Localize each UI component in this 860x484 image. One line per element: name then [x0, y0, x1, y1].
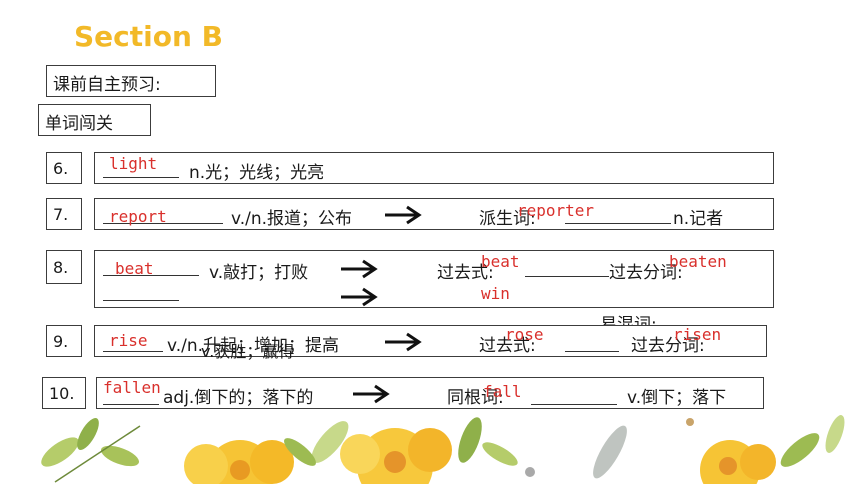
item-9-pp-answer: risen [673, 325, 722, 344]
item-10-cognate-label: 同根词: [447, 388, 504, 408]
item-7-number: 7. [53, 205, 69, 224]
item-7-derived-answer: reporter [517, 201, 595, 220]
item-8-blank[interactable] [103, 259, 199, 276]
preview-label: 课前自主预习: [53, 75, 161, 95]
item-7-derived-blank[interactable] [565, 207, 671, 224]
item-6-blank[interactable] [103, 161, 179, 178]
item-6-number-box: 6. [46, 152, 82, 184]
item-9-number: 9. [53, 332, 69, 351]
item-10-blank[interactable] [103, 388, 159, 405]
item-9-past-answer: rose [505, 325, 544, 344]
item-7-answer: report [109, 207, 167, 226]
leaf-middle-icon [284, 421, 349, 466]
vocab-label-box: 单词闯关 [38, 104, 151, 136]
item-6-definition: n.光；光线；光亮 [189, 163, 325, 183]
item-9-past-blank[interactable] [565, 335, 619, 352]
item-10-answer: fallen [103, 378, 161, 397]
item-8-extra-answer: win [481, 284, 510, 303]
item-8-pp-label: 过去分词: [609, 263, 683, 283]
flower-right-icon [700, 440, 776, 484]
item-10-cognate-blank[interactable] [531, 388, 617, 405]
item-7-number-box: 7. [46, 198, 82, 230]
dot-flower-icon [686, 418, 694, 426]
item-10-row: fallen adj.倒下的；落下的 同根词: fall v.倒下；落下 [96, 377, 764, 409]
grey-leaf-icon [593, 425, 627, 479]
flower-left-icon [184, 440, 294, 484]
item-6-row: light n.光；光线；光亮 [94, 152, 774, 184]
item-10-number-box: 10. [42, 377, 86, 409]
item-9-confusable-definition: v.获胜；赢得 [201, 342, 295, 361]
item-9-blank[interactable] [103, 335, 163, 352]
item-8-definition: v.敲打；打败 [209, 263, 309, 283]
item-9-definition: v./n.升起；增加；提高 [167, 336, 340, 356]
flower-center-icon [340, 428, 452, 484]
item-10-cognate-answer: fall [483, 382, 522, 401]
item-7-definition: v./n.报道；公布 [231, 209, 353, 229]
item-8-row: beat v.敲打；打败 过去式: beat 过去分词: beaten win [94, 250, 774, 308]
dot-flower-icon [525, 467, 535, 477]
preview-label-box: 课前自主预习: [46, 65, 216, 97]
item-8-second-arrow-icon [341, 287, 378, 307]
leaf-right-icon [780, 415, 845, 467]
item-8-past-label: 过去式: [437, 263, 494, 283]
item-9-pp-label: 过去分词: [631, 336, 705, 356]
floral-decoration [41, 415, 845, 484]
item-8-answer: beat [115, 259, 154, 278]
item-9-row: rise v./n.升起；增加；提高 v.获胜；赢得 过去式: rose 过去分… [94, 325, 767, 361]
vocab-label: 单词闯关 [45, 114, 113, 134]
item-9-number-box: 9. [46, 325, 82, 357]
item-10-number: 10. [49, 384, 75, 403]
item-10-cognate-definition: v.倒下；落下 [627, 388, 727, 408]
item-8-extra-blank[interactable] [103, 284, 179, 301]
item-8-number-box: 8. [46, 250, 82, 284]
item-6-answer: light [109, 154, 158, 173]
item-8-past-answer: beat [481, 252, 520, 271]
item-7-arrow-icon [385, 205, 422, 225]
item-8-past-blank[interactable] [525, 260, 609, 277]
item-8-arrow-icon [341, 259, 378, 279]
item-7-blank[interactable] [103, 207, 223, 224]
item-7-derived-definition: n.记者 [673, 209, 724, 229]
item-6-number: 6. [53, 159, 69, 178]
item-9-arrow-icon [385, 332, 422, 352]
item-9-answer: rise [109, 331, 148, 350]
item-10-definition: adj.倒下的；落下的 [163, 388, 314, 408]
section-title: Section B [74, 20, 223, 53]
item-8-pp-answer: beaten [669, 252, 727, 271]
item-9-past-label: 过去式: [479, 336, 536, 356]
item-10-arrow-icon [353, 384, 390, 404]
item-7-derived-label: 派生词: [479, 209, 536, 229]
item-8-number: 8. [53, 258, 69, 277]
leaf-center-right-icon [458, 417, 518, 466]
leaf-left-icon [41, 418, 141, 483]
item-7-row: report v./n.报道；公布 派生词: reporter n.记者 [94, 198, 774, 230]
